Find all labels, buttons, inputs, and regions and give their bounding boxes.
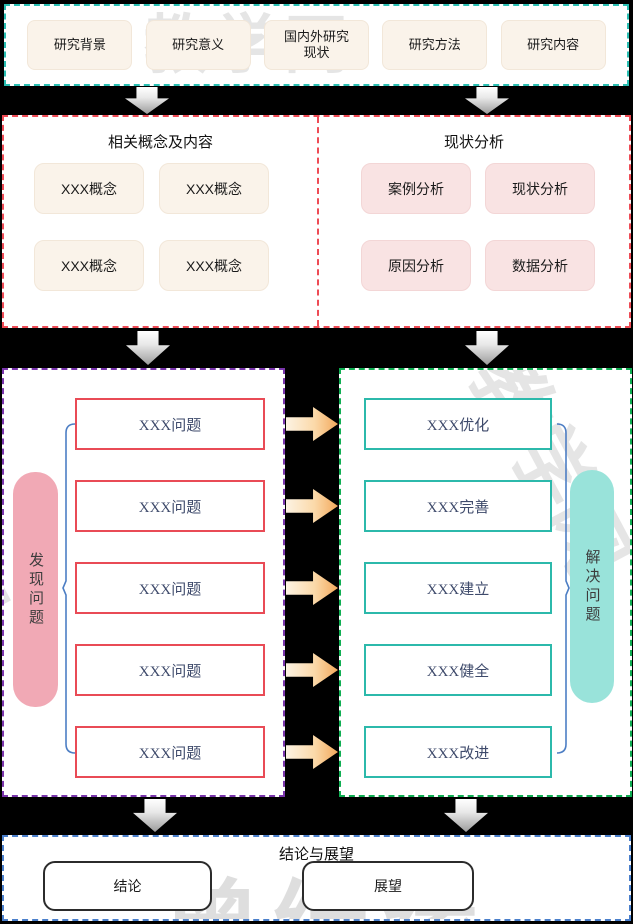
node-cause-analysis[interactable]: 原因分析 bbox=[361, 240, 471, 291]
brace-right-icon bbox=[556, 423, 570, 754]
node-research-significance[interactable]: 研究意义 bbox=[145, 20, 251, 70]
pill-found-problems[interactable]: 发现问题 bbox=[13, 472, 58, 707]
node-status-analysis[interactable]: 现状分析 bbox=[485, 163, 595, 214]
node-concept[interactable]: XXX概念 bbox=[34, 240, 144, 291]
node-solution[interactable]: XXX完善 bbox=[364, 480, 552, 532]
section-concepts-analysis: 相关概念及内容 现状分析 XXX概念 XXX概念 XXX概念 XXX概念 案例分… bbox=[2, 115, 631, 328]
node-solution[interactable]: XXX优化 bbox=[364, 398, 552, 450]
analysis-panel-title: 现状分析 bbox=[443, 134, 504, 151]
section-conclusion-outlook: 曾绿缘 结论与展望 结论 展望 bbox=[2, 835, 631, 921]
node-research-methods[interactable]: 研究方法 bbox=[382, 20, 488, 70]
node-research-content[interactable]: 研究内容 bbox=[500, 20, 606, 70]
pill-solve-problems[interactable]: 解决问题 bbox=[570, 470, 614, 703]
section-problems-solved: 教学网 解决问题 XXX优化 XXX完善 XXX建立 XXX健全 XXX改进 bbox=[339, 368, 632, 797]
node-concept[interactable]: XXX概念 bbox=[159, 240, 269, 291]
node-concept[interactable]: XXX概念 bbox=[34, 163, 144, 214]
right-arrow-icon bbox=[286, 571, 338, 605]
concepts-panel-title: 相关概念及内容 bbox=[107, 134, 213, 151]
node-data-analysis[interactable]: 数据分析 bbox=[485, 240, 595, 291]
node-conclusion[interactable]: 结论 bbox=[43, 861, 212, 911]
node-solution[interactable]: XXX改进 bbox=[364, 726, 552, 778]
right-arrow-icon bbox=[286, 489, 338, 523]
node-concept[interactable]: XXX概念 bbox=[159, 163, 269, 214]
node-problem[interactable]: XXX问题 bbox=[75, 644, 265, 696]
down-arrow-icon bbox=[465, 331, 509, 365]
down-arrow-icon bbox=[133, 799, 177, 832]
panel-divider bbox=[317, 117, 319, 326]
conclusion-title: 结论与展望 bbox=[278, 846, 354, 863]
down-arrow-icon bbox=[465, 87, 509, 114]
node-solution[interactable]: XXX建立 bbox=[364, 562, 552, 614]
node-outlook[interactable]: 展望 bbox=[302, 861, 474, 911]
down-arrow-icon bbox=[126, 331, 170, 365]
node-research-status-home-abroad[interactable]: 国内外研究 现状 bbox=[263, 20, 369, 70]
brace-left-icon bbox=[62, 423, 76, 754]
node-problem[interactable]: XXX问题 bbox=[75, 480, 265, 532]
node-solution[interactable]: XXX健全 bbox=[364, 644, 552, 696]
down-arrow-icon bbox=[125, 87, 169, 114]
node-problem[interactable]: XXX问题 bbox=[75, 562, 265, 614]
node-problem[interactable]: XXX问题 bbox=[75, 726, 265, 778]
node-research-background[interactable]: 研究背景 bbox=[27, 20, 133, 70]
right-arrow-icon bbox=[286, 653, 338, 687]
node-case-analysis[interactable]: 案例分析 bbox=[361, 163, 471, 214]
section-problems-found: 教学网 发现问题 XXX问题 XXX问题 XXX问题 XXX问题 XXX问题 bbox=[2, 368, 285, 797]
down-arrow-icon bbox=[444, 799, 488, 832]
right-arrow-icon bbox=[286, 735, 338, 769]
node-problem[interactable]: XXX问题 bbox=[75, 398, 265, 450]
right-arrow-icon bbox=[286, 407, 338, 441]
section-research-overview: 教学网 研究背景 研究意义 国内外研究 现状 研究方法 研究内容 bbox=[4, 4, 629, 86]
